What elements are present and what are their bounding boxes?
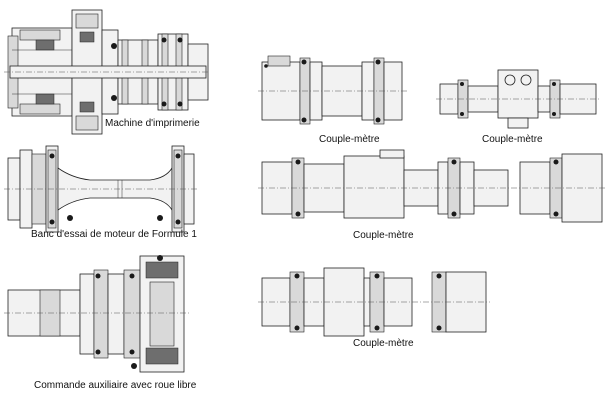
auxiliary-drive-caption: Commande auxiliaire avec roue libre bbox=[34, 380, 197, 391]
torque-meter-3-caption: Couple-mètre bbox=[353, 230, 414, 241]
torque-meter-2-caption: Couple-mètre bbox=[482, 134, 543, 145]
torque-meter-4-caption: Couple-mètre bbox=[353, 338, 414, 349]
torque-meter-1-caption: Couple-mètre bbox=[319, 134, 380, 145]
formula1-bench-caption: Banc d'essai de moteur de Formule 1 bbox=[31, 229, 197, 240]
printing-machine-caption: Machine d'imprimerie bbox=[105, 118, 200, 129]
